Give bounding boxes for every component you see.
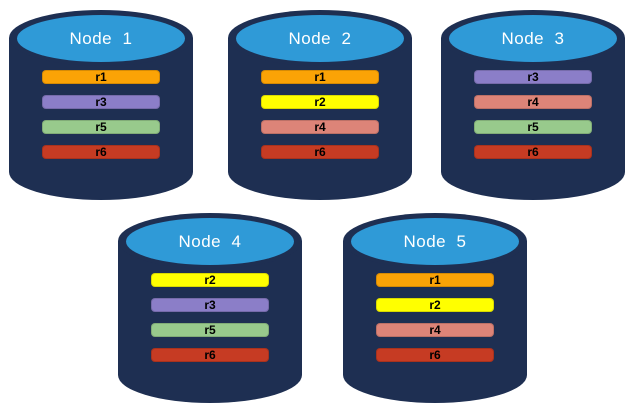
node-5: Node 5 r1 r2 r4 r6 [343,213,527,403]
replica-label: r1 [429,273,441,287]
replica-label: r4 [527,95,539,109]
replica-label: r3 [204,298,216,312]
replica-label: r2 [429,298,441,312]
node-4: Node 4 r2 r3 r5 r6 [118,213,302,403]
replica-label: r4 [429,323,441,337]
replica-label: r5 [204,323,216,337]
replica-bar-r1: r1 [261,70,379,84]
node-1-replica-list: r1 r3 r5 r6 [9,70,193,159]
node-2: Node 2 r1 r2 r4 r6 [228,10,412,200]
replica-bar-r3: r3 [151,298,269,312]
replica-bar-r2: r2 [151,273,269,287]
replica-bar-r3: r3 [474,70,592,84]
replica-bar-r6: r6 [474,145,592,159]
replica-label: r4 [314,120,326,134]
node-4-cylinder-cap: Node 4 [126,218,294,265]
node-3-label: Node 3 [501,29,565,48]
node-2-label: Node 2 [288,29,352,48]
node-4-replica-list: r2 r3 r5 r6 [118,273,302,362]
replica-bar-r6: r6 [42,145,160,159]
replica-label: r6 [527,145,539,159]
replica-label: r2 [314,95,326,109]
replica-bar-r3: r3 [42,95,160,109]
replica-label: r5 [95,120,107,134]
replica-label: r6 [204,348,216,362]
replica-bar-r5: r5 [474,120,592,134]
replica-label: r5 [527,120,539,134]
node-3-cylinder-cap: Node 3 [449,15,617,62]
replica-label: r6 [314,145,326,159]
replica-bar-r1: r1 [376,273,494,287]
replica-label: r6 [429,348,441,362]
replica-label: r2 [204,273,216,287]
node-2-cylinder-cap: Node 2 [236,15,404,62]
node-4-label: Node 4 [178,232,242,251]
node-5-label: Node 5 [403,232,467,251]
node-3: Node 3 r3 r4 r5 r6 [441,10,625,200]
node-5-cylinder-cap: Node 5 [351,218,519,265]
replica-bar-r6: r6 [261,145,379,159]
replica-bar-r6: r6 [151,348,269,362]
replica-bar-r4: r4 [474,95,592,109]
replica-bar-r2: r2 [261,95,379,109]
node-1: Node 1 r1 r3 r5 r6 [9,10,193,200]
node-1-label: Node 1 [69,29,133,48]
replica-bar-r6: r6 [376,348,494,362]
replica-label: r1 [95,70,107,84]
replica-bar-r1: r1 [42,70,160,84]
replica-bar-r5: r5 [151,323,269,337]
replica-bar-r4: r4 [376,323,494,337]
node-3-replica-list: r3 r4 r5 r6 [441,70,625,159]
replica-label: r3 [527,70,539,84]
replica-bar-r5: r5 [42,120,160,134]
replica-label: r1 [314,70,326,84]
replica-bar-r2: r2 [376,298,494,312]
node-5-replica-list: r1 r2 r4 r6 [343,273,527,362]
replica-label: r3 [95,95,107,109]
replica-label: r6 [95,145,107,159]
replica-bar-r4: r4 [261,120,379,134]
node-2-replica-list: r1 r2 r4 r6 [228,70,412,159]
node-1-cylinder-cap: Node 1 [17,15,185,62]
